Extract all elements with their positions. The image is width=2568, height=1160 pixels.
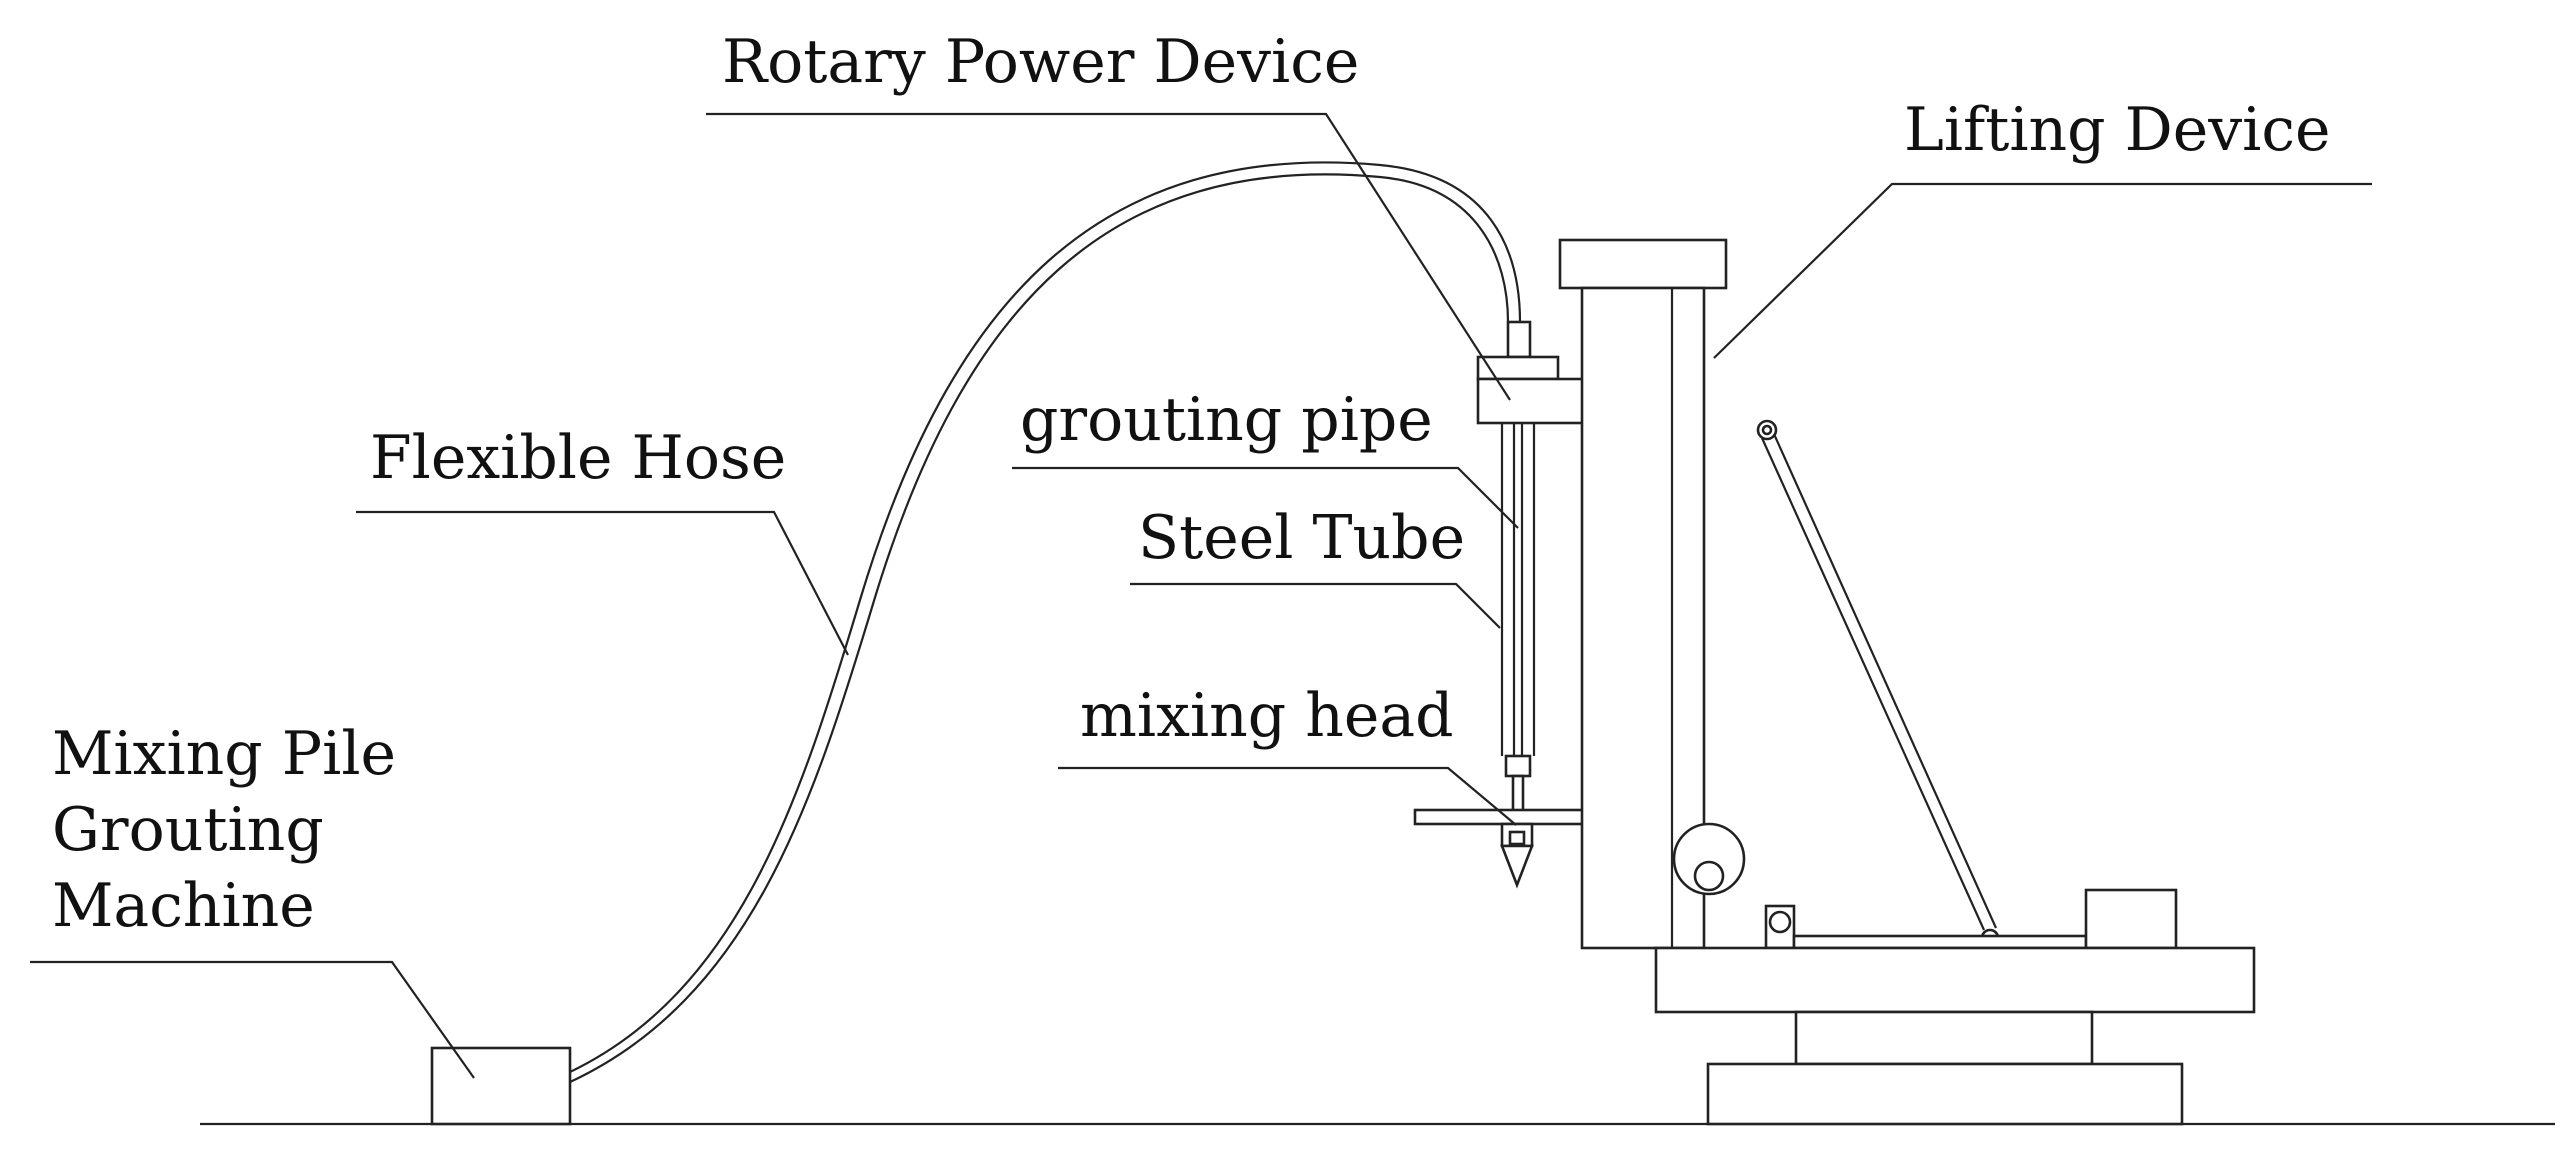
- leader-mixing-head: [1058, 766, 1517, 826]
- leader-flexible-hose: [356, 510, 849, 656]
- label-rotary-power-device: Rotary Power Device: [722, 27, 1359, 97]
- mixing-head: [1413, 754, 1625, 889]
- counterweight-block: [2084, 888, 2178, 950]
- leader-grouting-pipe: [1012, 466, 1519, 529]
- label-mixing-head: mixing head: [1080, 681, 1454, 751]
- lifting-device: [1558, 238, 1778, 950]
- lower-pivot: [1764, 904, 1796, 950]
- leader-lifting-device: [1713, 182, 2372, 359]
- steel-tube: [1500, 423, 1536, 756]
- base-platform: [1654, 946, 2256, 1126]
- grouting-pipe: [1512, 423, 1524, 770]
- leader-rotary-power-device: [706, 112, 1511, 401]
- leader-steel-tube: [1130, 582, 1501, 629]
- label-flexible-hose: Flexible Hose: [370, 423, 786, 493]
- diagonal-brace: [1760, 433, 2000, 948]
- label-steel-tube: Steel Tube: [1138, 503, 1465, 573]
- flexible-hose: [569, 161, 1522, 1083]
- leader-grouting-machine: [30, 960, 475, 1079]
- label-grouting-machine-line2: Grouting: [52, 795, 324, 865]
- hose-coupling: [1506, 320, 1532, 359]
- label-grouting-machine-line3: Machine: [52, 871, 315, 941]
- slide-rail: [1792, 934, 2088, 950]
- label-grouting-machine-line1: Mixing Pile: [52, 719, 396, 789]
- grouting-machine-box: [430, 1046, 572, 1126]
- label-lifting-device: Lifting Device: [1904, 95, 2330, 165]
- label-grouting-pipe: grouting pipe: [1020, 385, 1433, 455]
